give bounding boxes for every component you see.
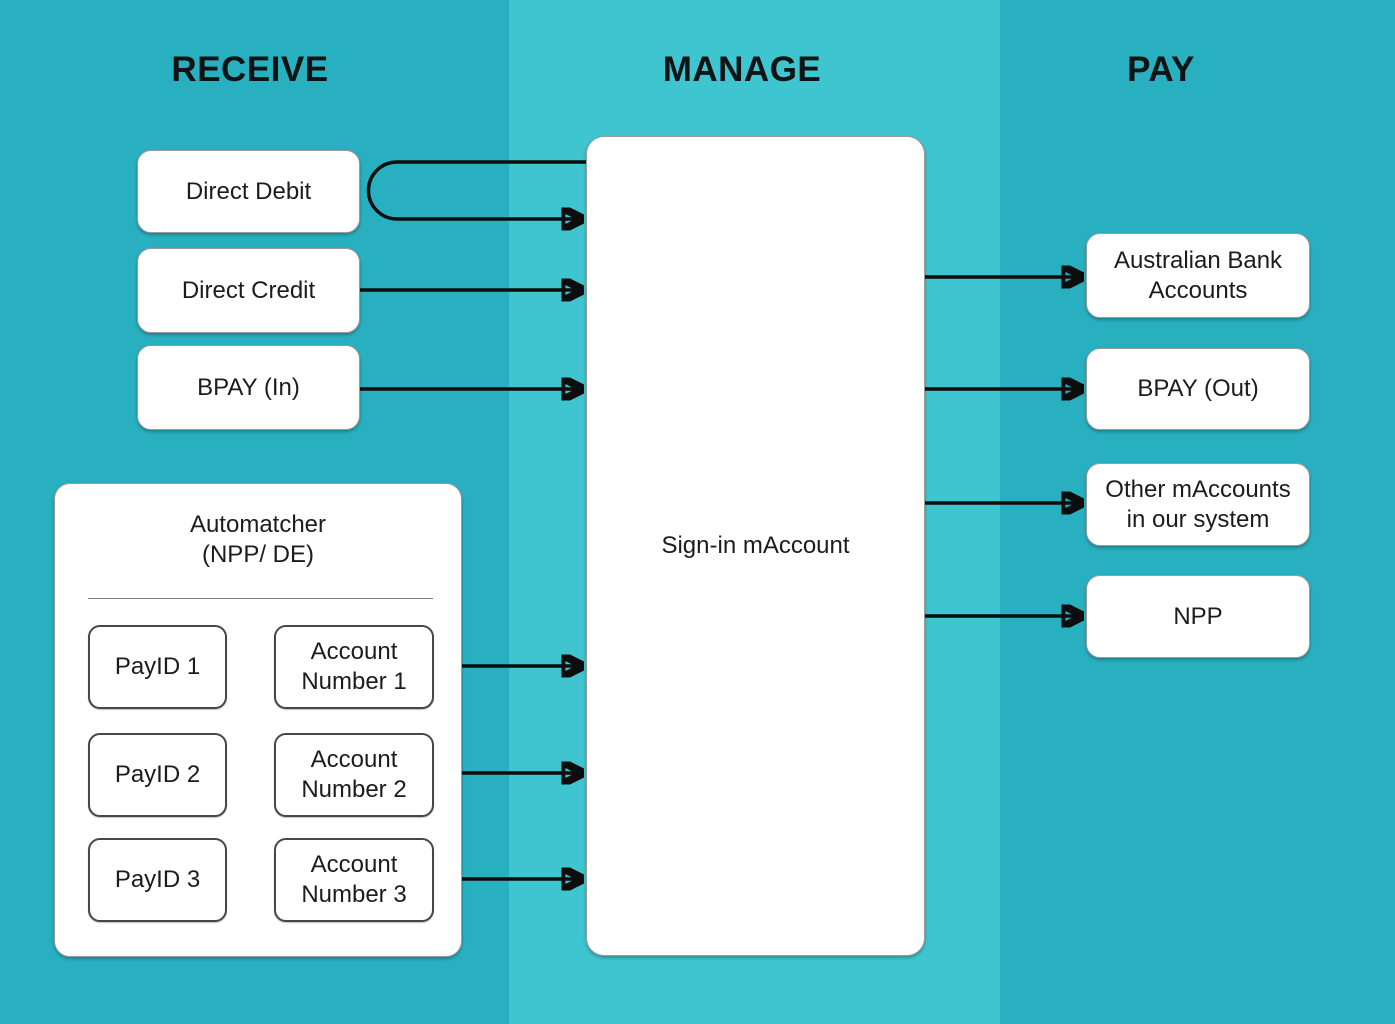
signin-maccount-node: Sign-in mAccount [586,136,925,956]
australian-bank-accounts-node: Australian Bank Accounts [1086,233,1310,318]
bpay-out-label: BPAY (Out) [1137,375,1259,402]
australian-bank-accounts-label: Australian Bank Accounts [1113,246,1283,304]
payid-2-node: PayID 2 [88,733,227,817]
payid-3-node: PayID 3 [88,838,227,922]
account-number-2-node: Account Number 2 [274,733,434,817]
automatcher-group: Automatcher (NPP/ DE) PayID 1 Account Nu… [54,483,462,957]
account-number-3-node: Account Number 3 [274,838,434,922]
payid-2-label: PayID 2 [114,761,201,788]
payid-1-node: PayID 1 [88,625,227,709]
account-number-2-label: Account Number 2 [301,746,407,803]
automatcher-title: Automatcher (NPP/ DE) [55,510,461,570]
automatcher-divider [88,598,433,599]
direct-credit-label: Direct Credit [181,276,316,304]
automatcher-title-line1: Automatcher [189,511,327,538]
account-number-1-label: Account Number 1 [301,638,407,695]
bpay-in-label: BPAY (In) [197,373,300,401]
direct-debit-label: Direct Debit [185,177,312,205]
automatcher-title-line2: (NPP/ DE) [201,541,314,568]
other-maccounts-node: Other mAccounts in our system [1086,463,1310,546]
other-maccounts-label: Other mAccounts in our system [1105,475,1291,533]
pay-column-header: PAY [1127,50,1195,89]
payid-3-label: PayID 3 [114,866,201,893]
bpay-out-node: BPAY (Out) [1086,348,1310,430]
manage-column-header: MANAGE [662,50,822,89]
receive-column-header: RECEIVE [171,50,329,89]
npp-node: NPP [1086,575,1310,658]
payid-1-label: PayID 1 [114,653,201,680]
account-number-3-label: Account Number 3 [301,851,407,908]
direct-credit-node: Direct Credit [137,248,360,333]
signin-maccount-label: Sign-in mAccount [661,532,850,559]
bpay-in-node: BPAY (In) [137,345,360,430]
direct-debit-node: Direct Debit [137,150,360,233]
npp-label: NPP [1173,602,1223,630]
account-number-1-node: Account Number 1 [274,625,434,709]
